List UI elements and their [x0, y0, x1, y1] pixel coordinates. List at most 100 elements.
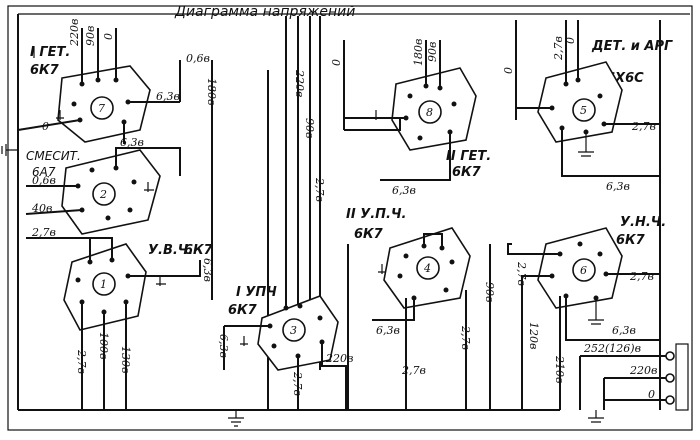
- tube-3-heater-voltage: 6,3в: [217, 334, 230, 358]
- tube-7-heater-voltage: 6,3в: [156, 90, 180, 103]
- tube-3-group: I УПЧ 6К7 3 6,3в 2,7в 220в: [217, 285, 353, 410]
- tube-3-type: 6К7: [228, 303, 258, 318]
- tube-5-ground: [578, 132, 594, 157]
- tube-4-heater-voltage: 6,3в: [376, 324, 400, 337]
- tube-7-pin2-voltage: 90в: [84, 26, 97, 46]
- tube-6-left-voltage-1: 2,7в: [515, 261, 528, 286]
- tube-4-right-voltage-1: 90в: [483, 282, 496, 302]
- tube-1-number: 1: [100, 278, 107, 291]
- tube-8-top-voltage-2: 90в: [426, 42, 439, 62]
- tube-7-pin3-voltage: 0: [102, 33, 115, 40]
- tube-5-number: 5: [580, 104, 587, 117]
- tube-4-key: [416, 256, 440, 280]
- tube-5-right-voltage: 2,7в: [631, 120, 656, 133]
- tube-6-type: 6К7: [616, 233, 646, 248]
- tube-7-stage: I ГЕТ.: [30, 45, 70, 60]
- tube-5-bottom-voltage: 6,3в: [606, 180, 630, 193]
- tube-3-number: 3: [290, 324, 297, 337]
- bus-voltage-2: 90в: [303, 118, 316, 138]
- tube-7-left-voltage: 0: [42, 120, 49, 133]
- tube-2-number: 2: [99, 188, 107, 201]
- bus-voltage-3: 2,7в: [313, 177, 326, 202]
- tube-6-bottom-voltage: 6,3в: [612, 324, 636, 337]
- output-terminals: 252(126)в 220в 0: [579, 342, 689, 411]
- tube-3-ground: [240, 336, 248, 346]
- tube-8-key: [418, 100, 442, 124]
- tube-4-bottom-voltage: 2,7в: [401, 364, 426, 377]
- tube-6-right-voltage: 2,7в: [629, 270, 654, 283]
- tube-8-number: 8: [426, 106, 433, 119]
- tube-2-key: [92, 182, 116, 206]
- tube-8-stage: II ГЕТ.: [446, 149, 491, 164]
- tube-6-ground: [588, 298, 604, 325]
- tube-7-key: [90, 96, 114, 120]
- tube-4-group: II У.П.Ч. 6К7 4 6,3в 2,7в 90в 2,7в: [346, 207, 496, 410]
- tube-1-ground: [156, 276, 166, 286]
- tube-7-number: 7: [98, 102, 105, 115]
- tube-2-stage: СМЕСИТ.: [26, 149, 81, 163]
- tube-1-type: 6К7: [184, 243, 214, 258]
- tube-7-side-voltage-1: 0,6в: [186, 52, 210, 65]
- tube-7-group: I ГЕТ. 6К7 7 220в 90в 0 6,3в 0 0,6в 180в: [17, 19, 218, 300]
- tube-3-key: [282, 318, 306, 342]
- tube-5-stage: ДЕТ. и АРГ: [591, 39, 673, 54]
- tube-2-ground: [144, 182, 154, 192]
- tube-6-bottom-voltage-2: 210в: [553, 355, 566, 383]
- terminal-3: [665, 395, 675, 405]
- tube-4-type: 6К7: [354, 227, 384, 242]
- tube-2-left-voltage-1: 0,6в: [32, 174, 56, 187]
- ground-symbol-bottom-right: [588, 410, 604, 423]
- tube-5-group: 0 ДЕТ. и АРГ 6Х6С 5 2,7в 0 2,7в 6,3в: [502, 20, 673, 410]
- output-voltage-3: 0: [648, 388, 655, 401]
- tube-8-group: 0 8 180в 90в 6,3в II ГЕТ. 6К7: [330, 39, 491, 197]
- tube-6-group: У.Н.Ч. 6К7 6 2,7в 120в 2,7в 6,3в 210в: [507, 215, 666, 410]
- tube-4-right-voltage-2: 2,7в: [459, 325, 472, 350]
- tube-2-left-voltage-2: 40в: [31, 202, 52, 215]
- tube-7-type: 6К7: [30, 63, 60, 78]
- tube-4-number: 4: [423, 262, 431, 275]
- tube-2-group: СМЕСИТ. 6А7 2 6,3в 0,6в 40в: [25, 136, 181, 235]
- tube-1-left-voltage: 2,7в: [31, 226, 56, 239]
- tube-1-group: У.В.Ч. 6К7 1 2,7в 6,3в 2,7в 100в 130в: [26, 226, 214, 410]
- output-voltage-2: 220в: [629, 364, 657, 377]
- output-voltage-1: 252(126)в: [583, 342, 641, 355]
- tube-4-stage: II У.П.Ч.: [346, 207, 406, 222]
- tube-8-type: 6К7: [452, 165, 482, 180]
- tube-1-bottom-voltage-2: 100в: [97, 332, 110, 359]
- tube-7-pin: [71, 101, 77, 107]
- terminal-2: [665, 373, 675, 383]
- tube-8-top-voltage-1: 180в: [412, 39, 425, 66]
- tube-3-bottom-voltage: 2,7в: [291, 371, 304, 396]
- tube-3-stage: I УПЧ: [236, 285, 277, 300]
- tube-6-left-voltage-2: 120в: [527, 322, 540, 349]
- tube-7-pin1-voltage: 220в: [68, 19, 81, 47]
- tube-5-key: [572, 98, 596, 122]
- ground-symbol-left: [1, 144, 18, 156]
- diagram-title: Диаграмма напряжений: [174, 4, 355, 20]
- tube-6-stage: У.Н.Ч.: [620, 215, 666, 230]
- tube-1-heater-voltage: 6,3в: [201, 258, 214, 282]
- tube-5-left-voltage: 0: [502, 67, 515, 74]
- tube-6-number: 6: [580, 264, 587, 277]
- tube-4-ground: [378, 264, 386, 274]
- tube-3-right-voltage: 220в: [325, 352, 353, 365]
- terminal-1: [665, 351, 675, 361]
- tube-8-ground: [372, 110, 380, 120]
- ground-symbol-bottom: [228, 410, 244, 427]
- tube-8-left-voltage: 0: [330, 59, 343, 66]
- tube-1-key: [92, 272, 116, 296]
- tube-7-side-voltage-2: 180в: [205, 78, 218, 105]
- tube-1-bottom-voltage-3: 130в: [119, 346, 132, 373]
- tube-1-stage: У.В.Ч.: [148, 243, 193, 258]
- tube-2-type: 6А7: [32, 165, 56, 179]
- bus-voltage-1: 220в: [293, 69, 306, 97]
- tube-6-key: [572, 258, 596, 282]
- terminal-block: [675, 343, 689, 411]
- tube-2-heater-voltage: 6,3в: [120, 136, 144, 149]
- tube-5-top-voltage-2: 0: [564, 37, 577, 44]
- tube-8-bottom-voltage: 6,3в: [392, 184, 416, 197]
- diagram-frame: [7, 5, 693, 431]
- tube-7-ground: [56, 110, 64, 120]
